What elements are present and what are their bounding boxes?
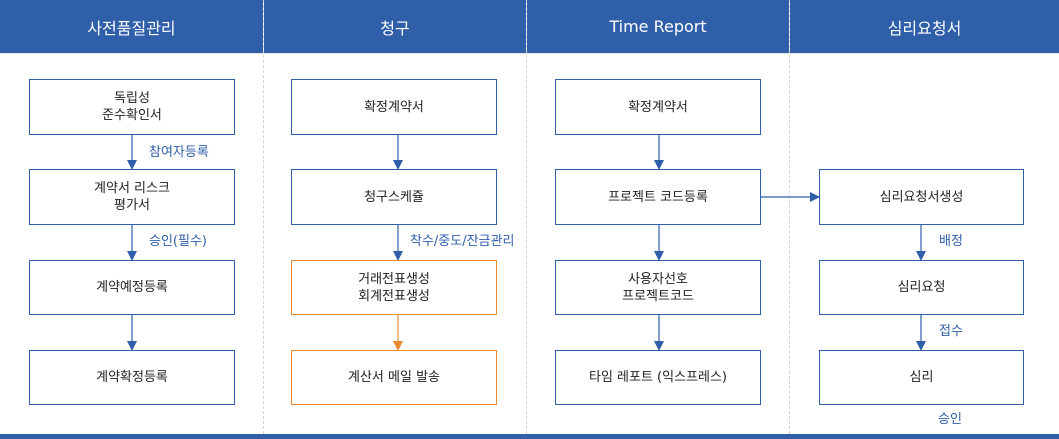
label-participant-registration: 참여자등록 bbox=[149, 145, 209, 160]
label-receipt: 접수 bbox=[939, 324, 963, 339]
step-user-preferred-project-code: 사용자선호 프로젝트코드 bbox=[555, 260, 761, 315]
bottom-bar bbox=[0, 434, 1059, 439]
step-project-code-registration: 프로젝트 코드등록 bbox=[555, 169, 761, 225]
step-billing-schedule: 청구스케쥴 bbox=[291, 169, 497, 225]
step-time-report-express: 타임 레포트 (익스프레스) bbox=[555, 350, 761, 405]
step-review: 심리 bbox=[819, 350, 1024, 405]
column-divider bbox=[789, 0, 790, 439]
column-divider bbox=[263, 0, 264, 439]
step-voucher-creation: 거래전표생성 회계전표생성 bbox=[291, 260, 497, 315]
step-review-request: 심리요청 bbox=[819, 260, 1024, 315]
header-billing: 청구 bbox=[264, 0, 526, 53]
label-approval-required: 승인(필수) bbox=[149, 234, 207, 249]
step-invoice-email: 계산서 메일 발송 bbox=[291, 350, 497, 405]
label-assignment: 배정 bbox=[939, 234, 963, 249]
step-contract-confirmed-registration: 계약확정등록 bbox=[29, 350, 235, 405]
label-billing-stages: 착수/중도/잔금관리 bbox=[410, 234, 515, 249]
step-confirmed-contract: 확정계약서 bbox=[291, 79, 497, 135]
column-divider bbox=[526, 0, 527, 439]
step-confirmed-contract-tr: 확정계약서 bbox=[555, 79, 761, 135]
step-contract-planned-registration: 계약예정등록 bbox=[29, 260, 235, 315]
step-independence-confirmation: 독립성 준수확인서 bbox=[29, 79, 235, 135]
header-time-report: Time Report bbox=[527, 0, 789, 53]
header-review-request: 심리요청서 bbox=[790, 0, 1059, 53]
label-approval: 승인 bbox=[938, 412, 962, 427]
step-review-request-creation: 심리요청서생성 bbox=[819, 169, 1024, 225]
header-pre-quality: 사전품질관리 bbox=[0, 0, 263, 53]
step-contract-risk-assessment: 계약서 리스크 평가서 bbox=[29, 169, 235, 225]
header-divider bbox=[0, 53, 1059, 54]
